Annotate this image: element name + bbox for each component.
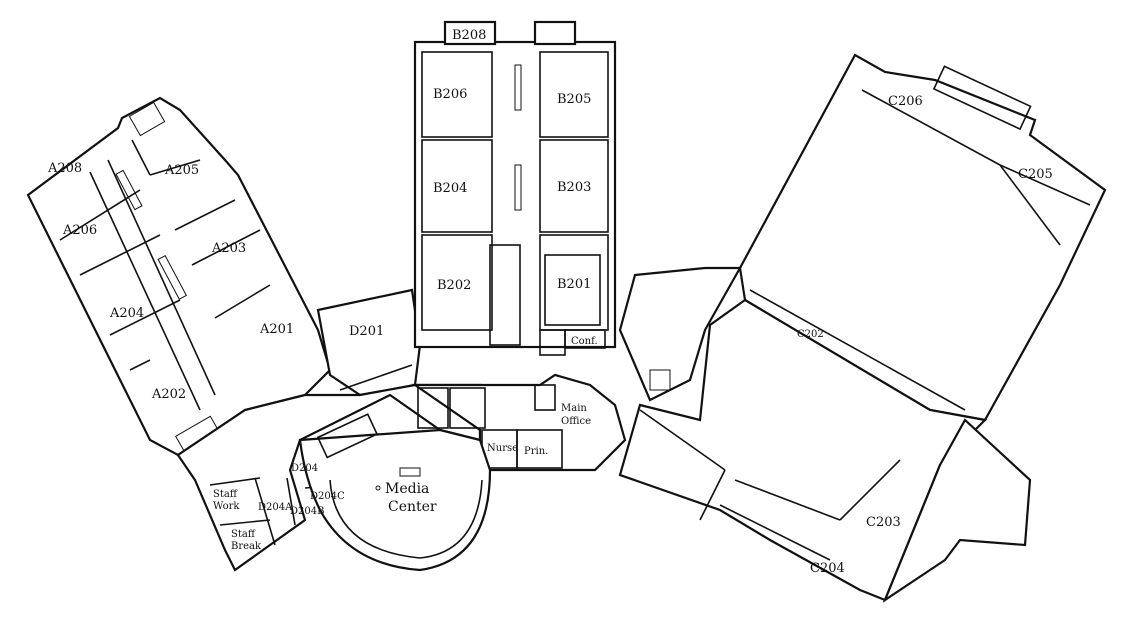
media-center [298, 413, 492, 572]
room-principal: Prin. [524, 446, 548, 457]
room-a205: A205 [164, 163, 199, 178]
room-a206: A206 [62, 223, 97, 238]
room-c204: C204 [810, 561, 845, 576]
room-c206: C206 [888, 94, 923, 109]
staff-work-line2: Work [213, 501, 240, 512]
wing-c [618, 53, 1107, 603]
media-center-line2: Center [388, 499, 437, 515]
staff-work-line1: Staff [213, 489, 238, 500]
room-d204a: D204A [258, 502, 293, 513]
room-d204: D204 [291, 463, 318, 474]
room-d204b: D204B [290, 506, 324, 517]
room-b206: B206 [433, 87, 467, 102]
room-a204: A204 [109, 306, 144, 321]
main-office-line1: Main [561, 403, 587, 414]
room-c203: C203 [866, 515, 901, 530]
room-d204c: D204C [310, 491, 345, 502]
room-b208: B208 [452, 28, 486, 43]
room-b205: B205 [557, 92, 591, 107]
wing-b [413, 20, 617, 356]
room-b201: B201 [557, 277, 591, 292]
media-center-line1: Media [385, 481, 429, 497]
room-nurse: Nurse [487, 443, 518, 454]
room-d201: D201 [349, 324, 384, 339]
room-b202: B202 [437, 278, 471, 293]
room-b204: B204 [433, 181, 467, 196]
room-a203: A203 [211, 241, 246, 256]
media-center-marker [375, 485, 381, 491]
wing-a [26, 96, 332, 457]
room-a202: A202 [151, 387, 186, 402]
room-c202: C202 [797, 329, 824, 340]
room-b203: B203 [557, 180, 591, 195]
room-a201: A201 [259, 322, 294, 337]
main-office-line2: Office [561, 416, 591, 427]
staff-break-line2: Break [231, 541, 262, 552]
room-a208: A208 [47, 161, 82, 176]
room-labels: A208 A205 A206 A203 A204 A201 A202 B208 … [47, 28, 1053, 576]
room-c205: C205 [1018, 167, 1053, 182]
room-conf: Conf. [571, 336, 598, 347]
staff-break-line1: Staff [231, 529, 256, 540]
wing-d [176, 288, 482, 572]
